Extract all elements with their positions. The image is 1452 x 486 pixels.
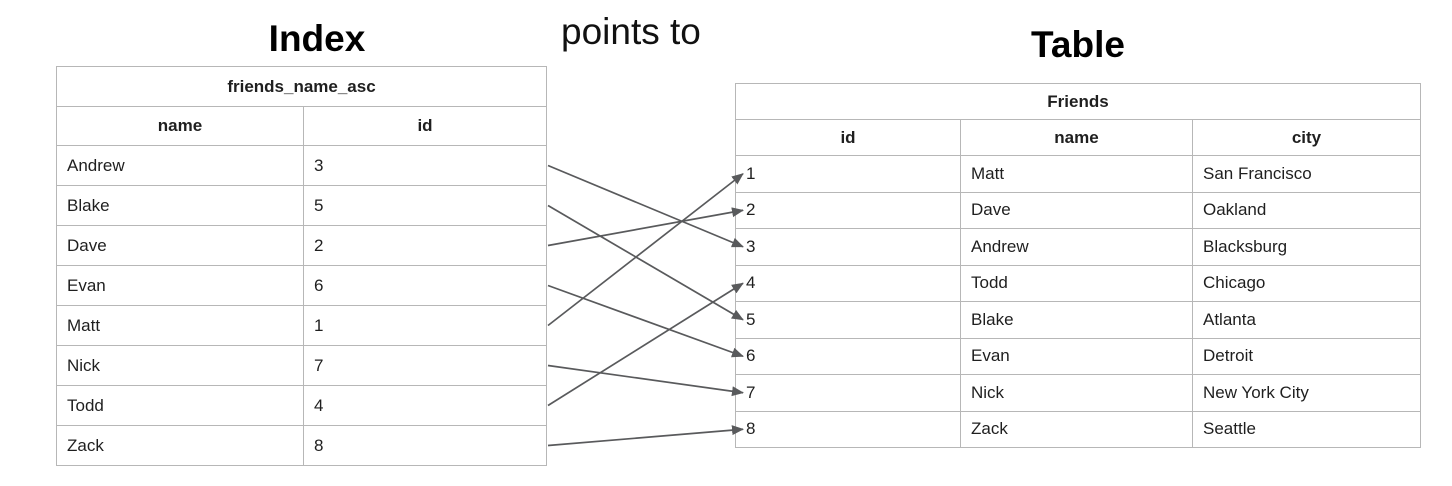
friends-id-cell: 7 [735, 374, 961, 412]
friends-name-cell: Nick [960, 374, 1193, 412]
friends-city-cell: San Francisco [1192, 155, 1421, 193]
friends-name-cell: Matt [960, 155, 1193, 193]
friends-name-cell: Dave [960, 191, 1193, 229]
pointer-arrow [547, 164, 744, 248]
index-table-title-row: friends_name_asc [56, 66, 547, 107]
index-section-title: Index [268, 18, 366, 59]
friends-table-header-row: id name city [735, 119, 1421, 156]
index-id-cell: 4 [303, 385, 547, 426]
index-table-header-row: name id [56, 106, 547, 146]
friends-id-cell: 2 [735, 191, 961, 229]
table-section-title: Table [1031, 24, 1125, 65]
index-name-cell: Blake [56, 185, 304, 226]
index-name-cell: Todd [56, 385, 304, 426]
pointer-arrow [547, 207, 744, 247]
friends-name-cell: Todd [960, 264, 1193, 302]
index-col-header-id: id [303, 106, 547, 146]
friends-city-cell: Detroit [1192, 337, 1421, 375]
friends-id-cell: 3 [735, 228, 961, 266]
index-name-cell: Evan [56, 265, 304, 306]
points-to-label: points to [561, 11, 701, 52]
friends-id-cell: 5 [735, 301, 961, 339]
friends-city-cell: Seattle [1192, 410, 1421, 448]
index-table-name: friends_name_asc [56, 66, 547, 107]
friends-city-cell: New York City [1192, 374, 1421, 412]
friends-col-header-city: city [1192, 119, 1421, 156]
pointer-arrow [547, 173, 744, 327]
friends-table-name: Friends [735, 83, 1421, 120]
index-name-cell: Andrew [56, 145, 304, 186]
index-id-cell: 3 [303, 145, 547, 186]
index-id-cell: 8 [303, 425, 547, 466]
friends-city-cell: Chicago [1192, 264, 1421, 302]
index-name-cell: Nick [56, 345, 304, 386]
friends-table-title-row: Friends [735, 83, 1421, 120]
friends-city-cell: Atlanta [1192, 301, 1421, 339]
pointer-arrow [547, 364, 744, 397]
index-name-cell: Dave [56, 225, 304, 266]
index-col-header-name: name [56, 106, 304, 146]
pointer-arrow [547, 284, 744, 358]
index-name-cell: Matt [56, 305, 304, 346]
friends-col-header-name: name [960, 119, 1193, 156]
index-id-cell: 7 [303, 345, 547, 386]
friends-id-cell: 8 [735, 410, 961, 448]
friends-name-cell: Evan [960, 337, 1193, 375]
friends-col-header-id: id [735, 119, 961, 156]
friends-id-cell: 6 [735, 337, 961, 375]
friends-id-cell: 4 [735, 264, 961, 302]
friends-city-cell: Blacksburg [1192, 228, 1421, 266]
index-id-cell: 6 [303, 265, 547, 306]
friends-name-cell: Andrew [960, 228, 1193, 266]
pointer-arrow [547, 282, 744, 407]
pointer-arrow [547, 425, 744, 447]
index-id-cell: 1 [303, 305, 547, 346]
friends-name-cell: Blake [960, 301, 1193, 339]
index-id-cell: 5 [303, 185, 547, 226]
index-name-cell: Zack [56, 425, 304, 466]
friends-id-cell: 1 [735, 155, 961, 193]
index-id-cell: 2 [303, 225, 547, 266]
pointer-arrow [547, 204, 744, 321]
friends-name-cell: Zack [960, 410, 1193, 448]
friends-city-cell: Oakland [1192, 191, 1421, 229]
